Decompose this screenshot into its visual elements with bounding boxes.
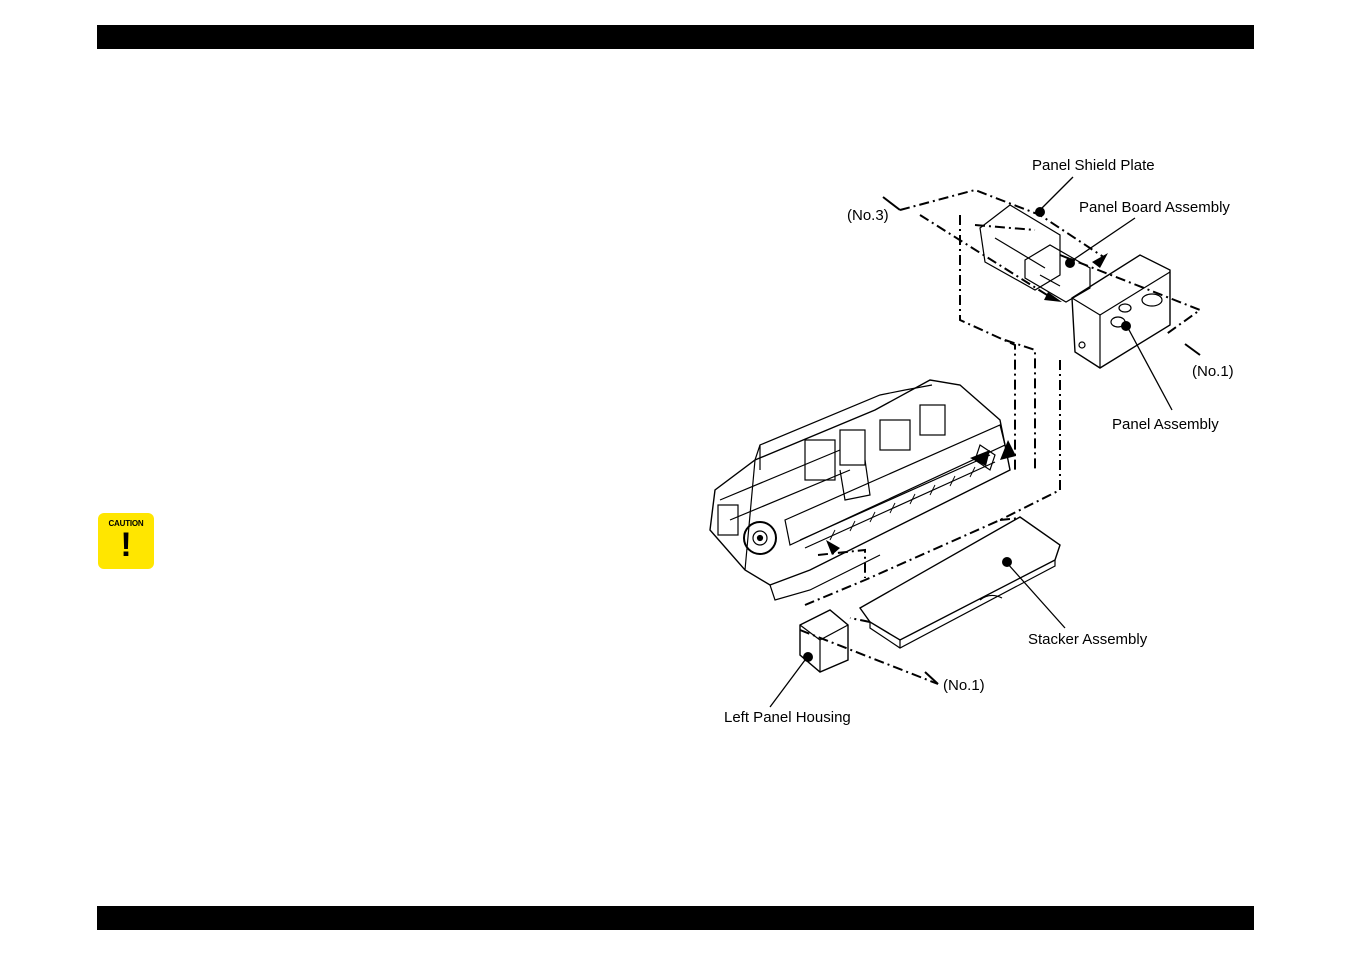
label-panel-assembly: Panel Assembly bbox=[1112, 416, 1219, 433]
left-panel-housing bbox=[799, 609, 849, 673]
label-stacker-assembly: Stacker Assembly bbox=[1028, 631, 1148, 648]
stacker-assembly bbox=[858, 516, 1061, 649]
caution-icon: CAUTION ! bbox=[98, 513, 154, 569]
label-no1-screw-bottom: (No.1) bbox=[943, 677, 985, 694]
leader-lines bbox=[769, 176, 1173, 708]
callout-markers bbox=[803, 207, 1131, 662]
label-panel-board-assembly: Panel Board Assembly bbox=[1079, 199, 1230, 216]
panel-assembly bbox=[1071, 254, 1171, 369]
screws bbox=[882, 196, 1201, 685]
label-no1-screw-right: (No.1) bbox=[1192, 363, 1234, 380]
exclamation-icon: ! bbox=[120, 526, 132, 564]
caution-label: CAUTION bbox=[108, 519, 144, 528]
panel-shield-plate bbox=[979, 204, 1061, 291]
label-left-panel-housing: Left Panel Housing bbox=[724, 709, 851, 726]
footer-bar bbox=[97, 906, 1254, 930]
printer-mechanism bbox=[709, 379, 1011, 601]
panel-board-assembly bbox=[1024, 244, 1091, 303]
label-panel-shield-plate: Panel Shield Plate bbox=[1032, 157, 1155, 174]
guide-lines bbox=[799, 188, 1203, 685]
label-no3-screw: (No.3) bbox=[847, 207, 889, 224]
header-bar bbox=[97, 25, 1254, 49]
